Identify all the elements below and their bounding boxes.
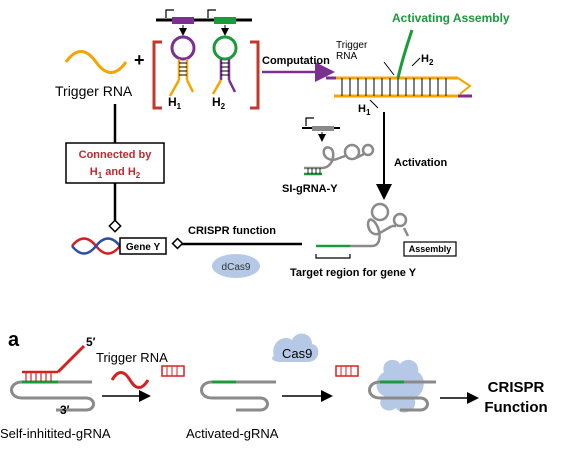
target-grna-loop-1 <box>370 202 390 222</box>
si-grna-y-label: SI-gRNA-Y <box>282 183 338 195</box>
panel-a-label: a <box>8 329 20 351</box>
cas9-blob <box>272 333 319 362</box>
target-region-bracket <box>315 254 351 259</box>
plus-sign: + <box>134 50 145 70</box>
connector-diamond <box>108 219 122 233</box>
activation-label: Activation <box>394 157 447 169</box>
h1-gene-block <box>172 17 194 24</box>
trigger-rna-squiggle <box>64 50 128 74</box>
self-inhibited-red-tail <box>56 344 86 374</box>
crispr-function-diamond <box>171 237 184 250</box>
dcas9-blob <box>212 254 260 278</box>
connected-by-line1: Connected by <box>79 149 153 161</box>
si-grna-loop-1 <box>343 143 361 161</box>
activated-red-duplex <box>161 365 185 377</box>
crispr-function-label: CRISPR function <box>188 225 276 237</box>
h1-label: H1 <box>168 95 182 111</box>
self-inhibited-rungs <box>25 372 52 382</box>
h2-tail <box>211 79 223 95</box>
gene-y-label: Gene Y <box>126 242 161 253</box>
activated-red-rungs <box>166 366 178 376</box>
trigger-rna-label: Trigger RNA <box>55 83 133 99</box>
target-grna-body <box>350 218 393 248</box>
assembly-right-end <box>457 77 472 95</box>
h2-hairpin-loop <box>212 35 238 61</box>
h2-gene-block <box>214 17 236 24</box>
h2-stem-rungs <box>221 62 229 76</box>
assembly-box <box>403 241 457 257</box>
h1-stem-rungs <box>179 62 187 76</box>
self-inhibited-body <box>10 380 95 412</box>
final-red-duplex <box>335 365 359 377</box>
si-grna-template-block <box>312 126 334 131</box>
dna-helix-blue <box>71 237 121 255</box>
target-grna-loop-2 <box>392 212 408 228</box>
si-grna-rungs <box>307 168 321 174</box>
activated-body <box>200 380 276 412</box>
assembly-h2-label: H2 <box>421 53 434 67</box>
final-body <box>368 380 436 412</box>
assembly-h1-pointer <box>369 99 379 109</box>
h2-tail-2 <box>227 79 237 93</box>
final-red-rungs <box>340 366 352 376</box>
assembly-h2-pointer <box>411 57 421 67</box>
gene-y-box <box>119 237 167 255</box>
h1-tail <box>168 79 181 97</box>
trigger-pointer-line <box>383 61 395 76</box>
target-grna-links <box>392 224 410 237</box>
crispr-function-title-1: CRISPR <box>488 379 545 396</box>
h2-label: H2 <box>212 95 226 111</box>
connected-by-line2: H1 and H2 <box>90 166 141 180</box>
assembly-green-tail <box>396 29 414 79</box>
right-bracket <box>250 40 260 110</box>
si-grna-loop-2 <box>361 143 375 157</box>
assembly-box-label: Assembly <box>409 244 452 254</box>
assembly-rungs <box>341 78 447 96</box>
target-region-label: Target region for gene Y <box>290 267 417 279</box>
h1-hairpin-loop <box>170 35 196 61</box>
bottom-trigger-rna-label: Trigger RNA <box>96 350 168 365</box>
activated-label: Activated-gRNA <box>186 426 279 441</box>
promoter-2-icon <box>207 9 216 18</box>
cas9-label: Cas9 <box>282 346 312 361</box>
si-grna-body <box>304 146 335 170</box>
final-cas9-blob <box>376 359 424 413</box>
promoter-1-icon <box>165 9 174 18</box>
dcas9-label: dCas9 <box>222 262 251 273</box>
left-bracket <box>152 40 162 110</box>
crispr-function-title-2: Function <box>484 399 547 416</box>
computation-label: Computation <box>262 55 330 67</box>
assembly-h1-label: H1 <box>358 103 371 117</box>
h1-tail-2 <box>185 79 195 93</box>
si-grna-links <box>333 152 365 162</box>
self-inhibited-label: Self-inhitited-gRNA <box>0 426 111 441</box>
activating-assembly-title: Activating Assembly <box>392 11 510 25</box>
five-prime-label: 5′ <box>86 335 96 349</box>
bottom-trigger-squiggle <box>110 371 150 389</box>
si-grna-promoter-icon <box>305 117 314 126</box>
three-prime-label: 3′ <box>60 403 70 417</box>
